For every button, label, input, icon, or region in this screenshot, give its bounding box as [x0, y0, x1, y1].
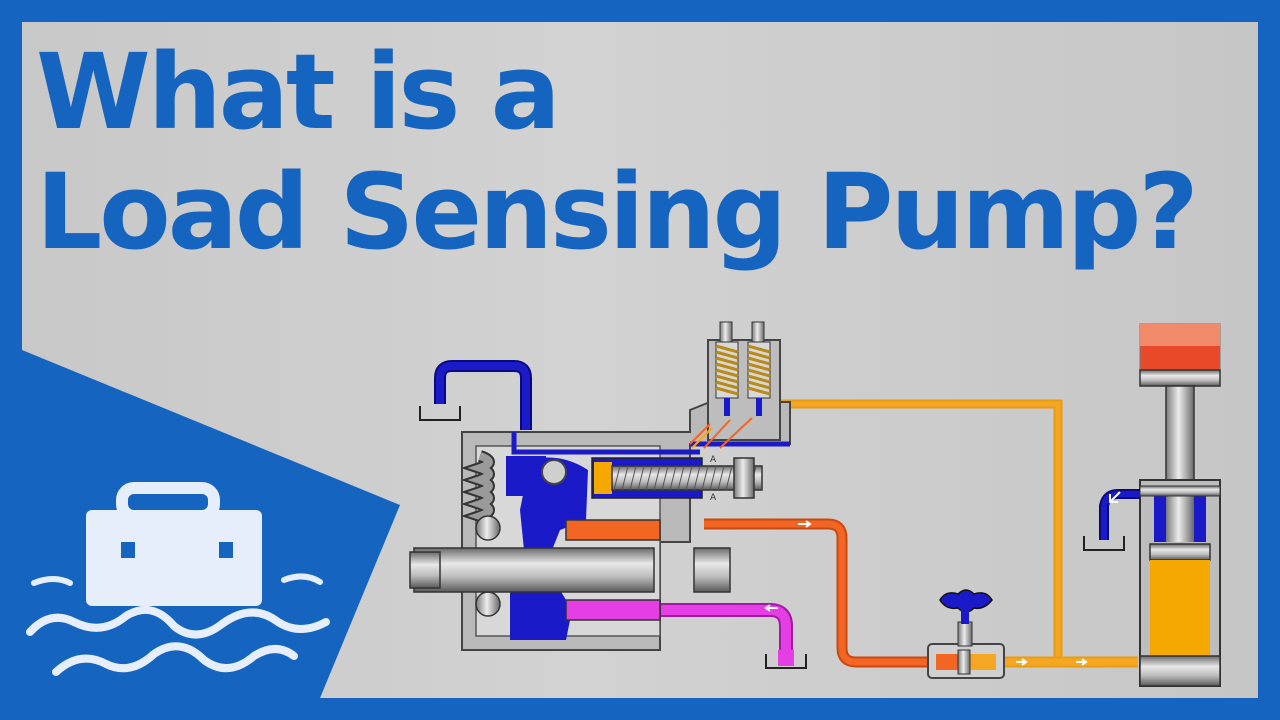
tank-symbol-return [1083, 536, 1125, 551]
piston-rod [1165, 385, 1195, 487]
title-line-1: What is a [36, 31, 561, 153]
compensator-spring [461, 450, 567, 534]
tank-symbol-drain [419, 406, 461, 421]
drive-shaft [413, 547, 655, 593]
flow-arrow-pressure [798, 520, 812, 528]
lock-nut [733, 457, 755, 499]
pressure-line [704, 518, 928, 668]
flow-arrows-out [1016, 658, 1088, 666]
flow-arrow-suction [764, 604, 778, 612]
title-line-2: Load Sensing Pump? [36, 151, 1199, 273]
pressure-piston [565, 519, 661, 541]
port-label-bottom: A [710, 493, 717, 503]
pressure-spring-right [747, 321, 771, 416]
cylinder-fluid [1150, 560, 1210, 656]
pressure-spring-left [715, 321, 739, 416]
toolbox-in-water-icon [26, 482, 330, 676]
pump-housing: A A [409, 401, 791, 651]
flow-control-valve [927, 589, 1005, 679]
compensator-valve-block [689, 321, 781, 449]
hydraulic-cylinder [1139, 323, 1221, 687]
piston-head [1149, 543, 1211, 561]
suction-line [660, 603, 793, 664]
port-label-top: A [710, 455, 717, 465]
valve-knob-icon [939, 589, 993, 613]
load-sense-line [773, 399, 1063, 660]
suction-piston [565, 599, 661, 621]
tank-symbol-suction [765, 650, 807, 669]
